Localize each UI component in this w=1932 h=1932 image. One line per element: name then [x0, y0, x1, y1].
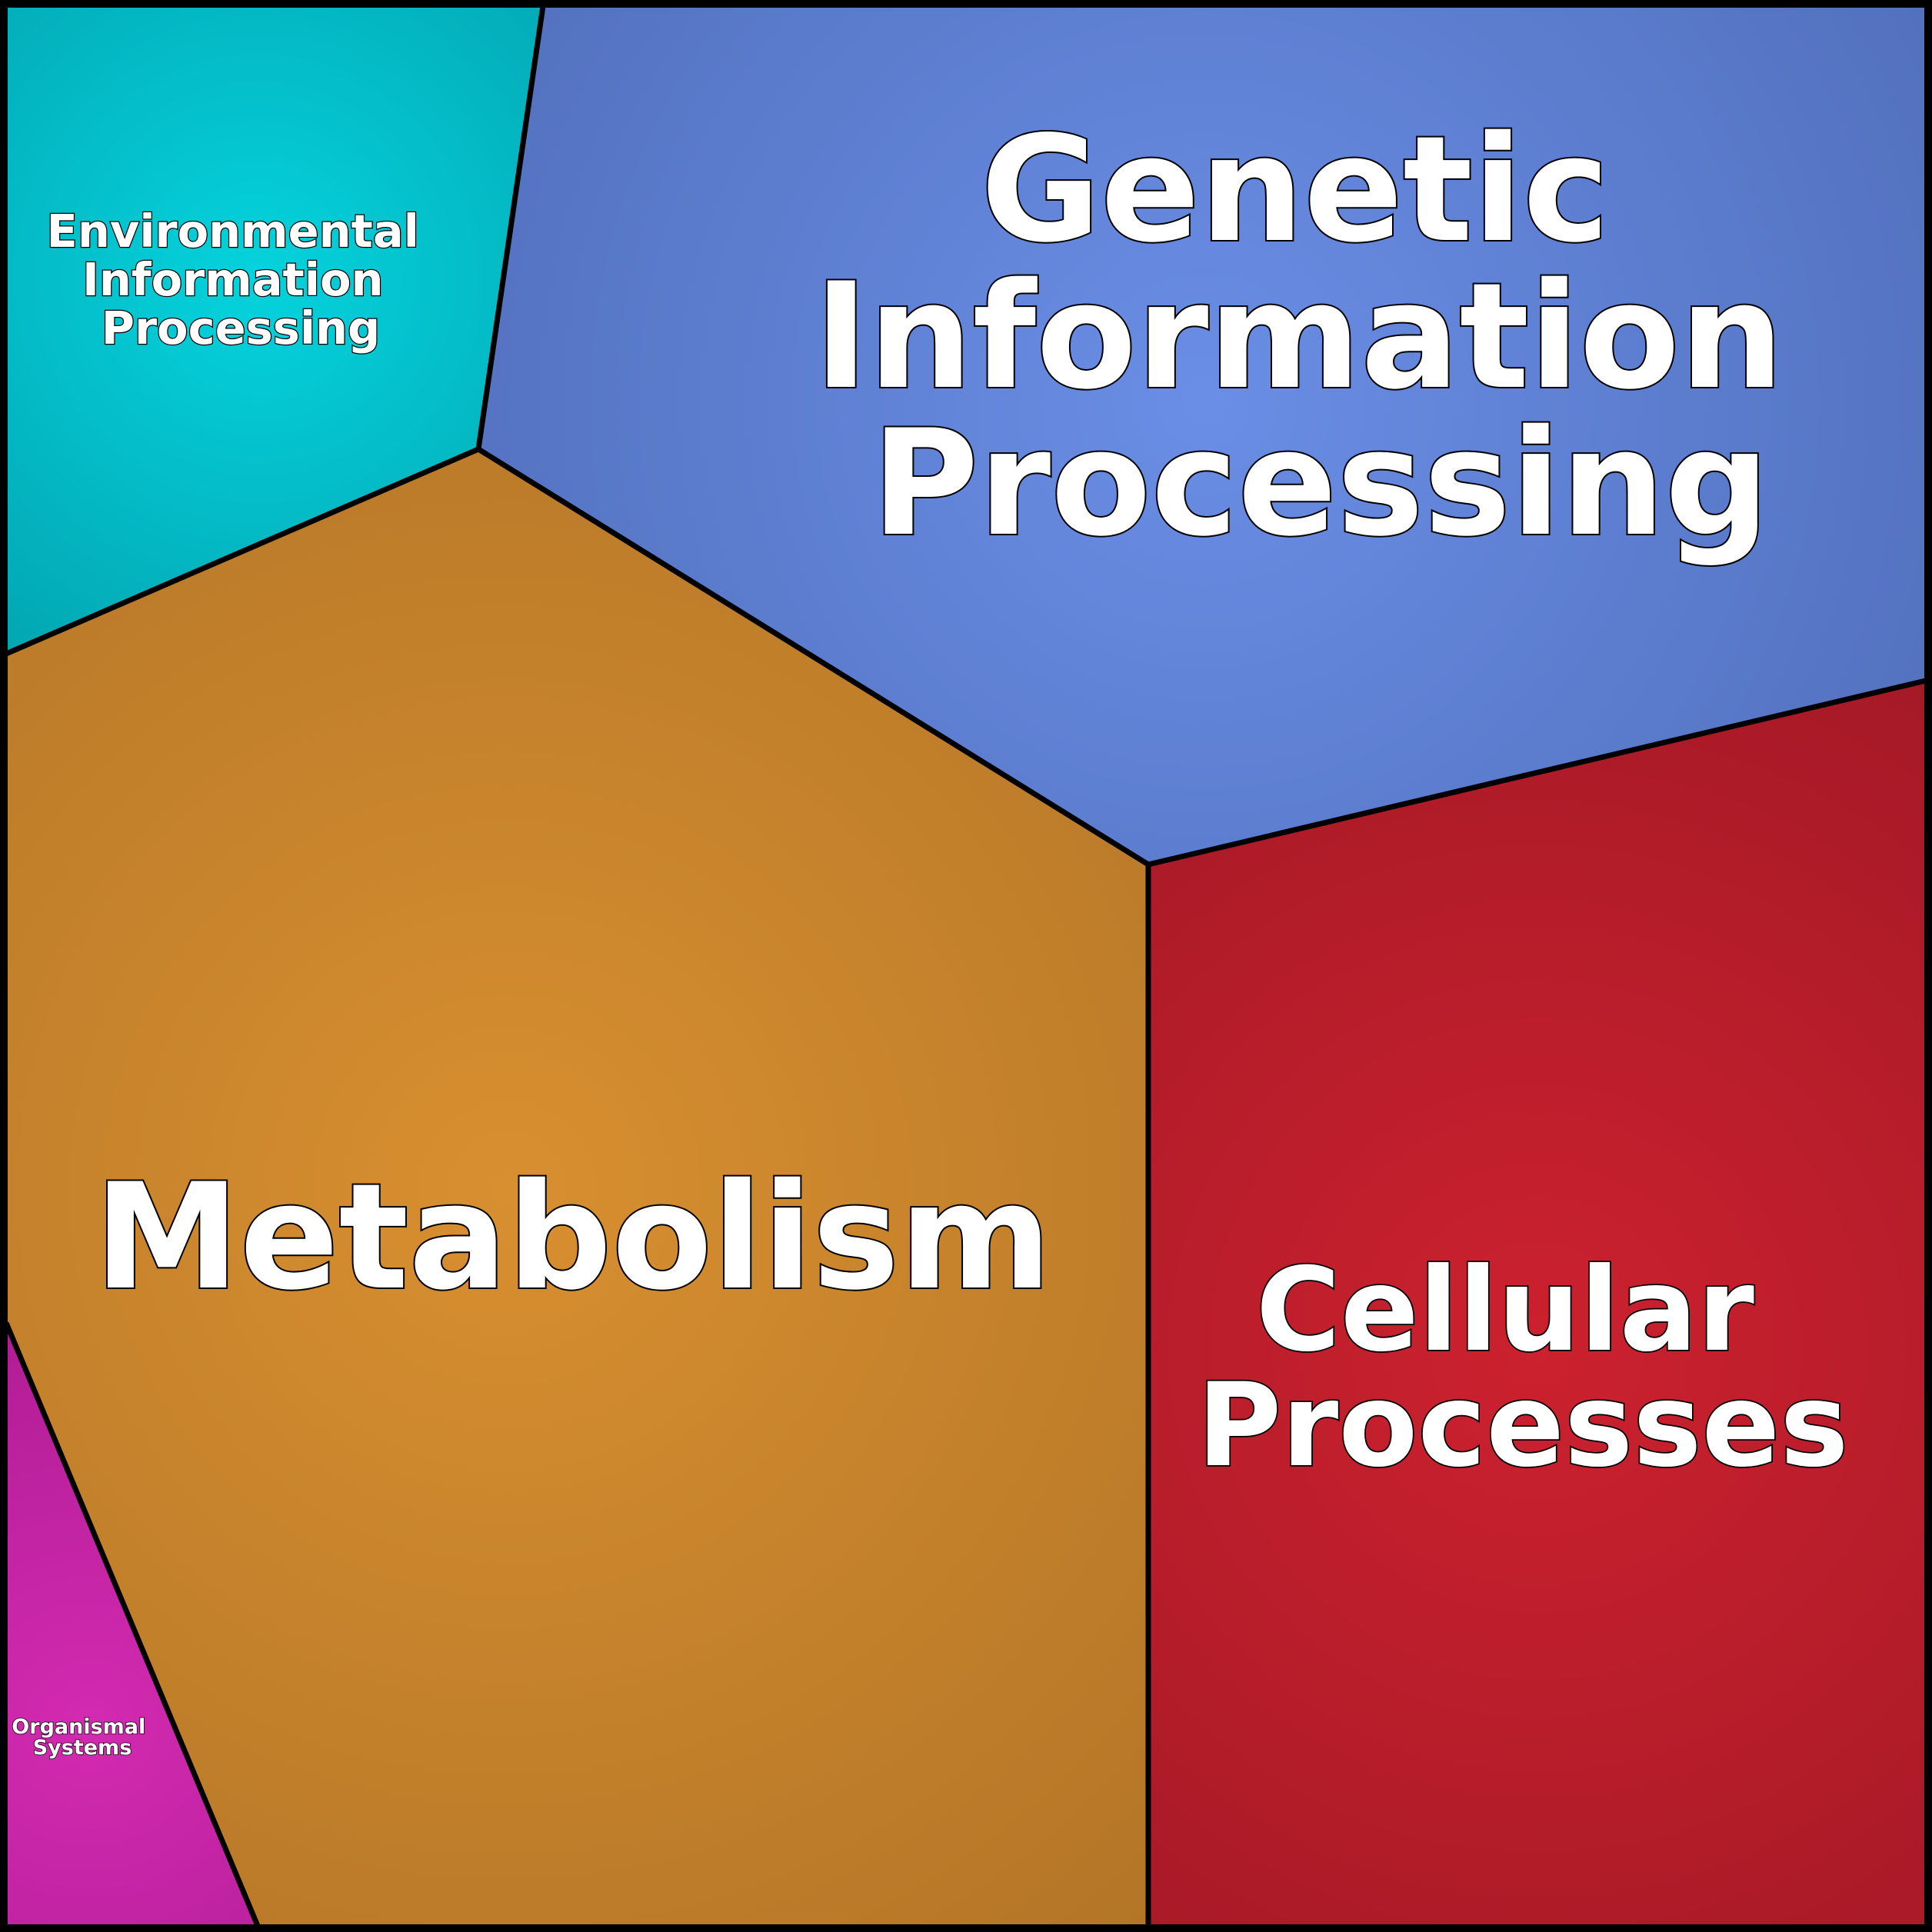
cell-metabolism-label: Metabolism	[95, 1152, 1052, 1322]
cell-organismal-label: Organismal Systems	[12, 1715, 152, 1760]
label-line: Genetic	[981, 105, 1610, 275]
label-line: Information	[82, 253, 384, 306]
label-line: Processing	[871, 398, 1770, 568]
cell-cellular: Cellular Processes	[1148, 681, 1926, 1926]
label-line: Cellular	[1256, 1244, 1754, 1377]
border-env-genetic	[475, 5, 546, 450]
cell-environmental: Environmental Information Processing	[6, 6, 543, 654]
cell-metabolism: Metabolism	[6, 449, 1148, 1926]
border-env-metabolism	[5, 446, 480, 657]
label-line: Environmental	[47, 205, 419, 258]
label-line: Metabolism	[95, 1152, 1052, 1322]
border-genetic-metabolism	[477, 447, 1150, 867]
cell-metabolism-shape	[6, 449, 1148, 1926]
cell-cellular-shape	[1148, 681, 1926, 1926]
label-line: Processing	[102, 301, 381, 355]
border-metabolism-organismal	[3, 1321, 261, 1927]
cell-environmental-label: Environmental Information Processing	[47, 205, 435, 355]
cell-genetic-shape	[478, 6, 1926, 864]
cell-genetic: Genetic Information Processing	[478, 6, 1926, 864]
cell-genetic-label: Genetic Information Processing	[814, 105, 1835, 568]
cell-cellular-label: Cellular Processes	[1197, 1244, 1848, 1493]
label-line: Organismal	[12, 1715, 145, 1739]
label-line: Processes	[1197, 1359, 1848, 1493]
label-line: Systems	[33, 1736, 132, 1760]
label-line: Information	[814, 251, 1784, 421]
cell-environmental-shape	[6, 6, 543, 654]
border-genetic-cellular	[1148, 678, 1927, 868]
